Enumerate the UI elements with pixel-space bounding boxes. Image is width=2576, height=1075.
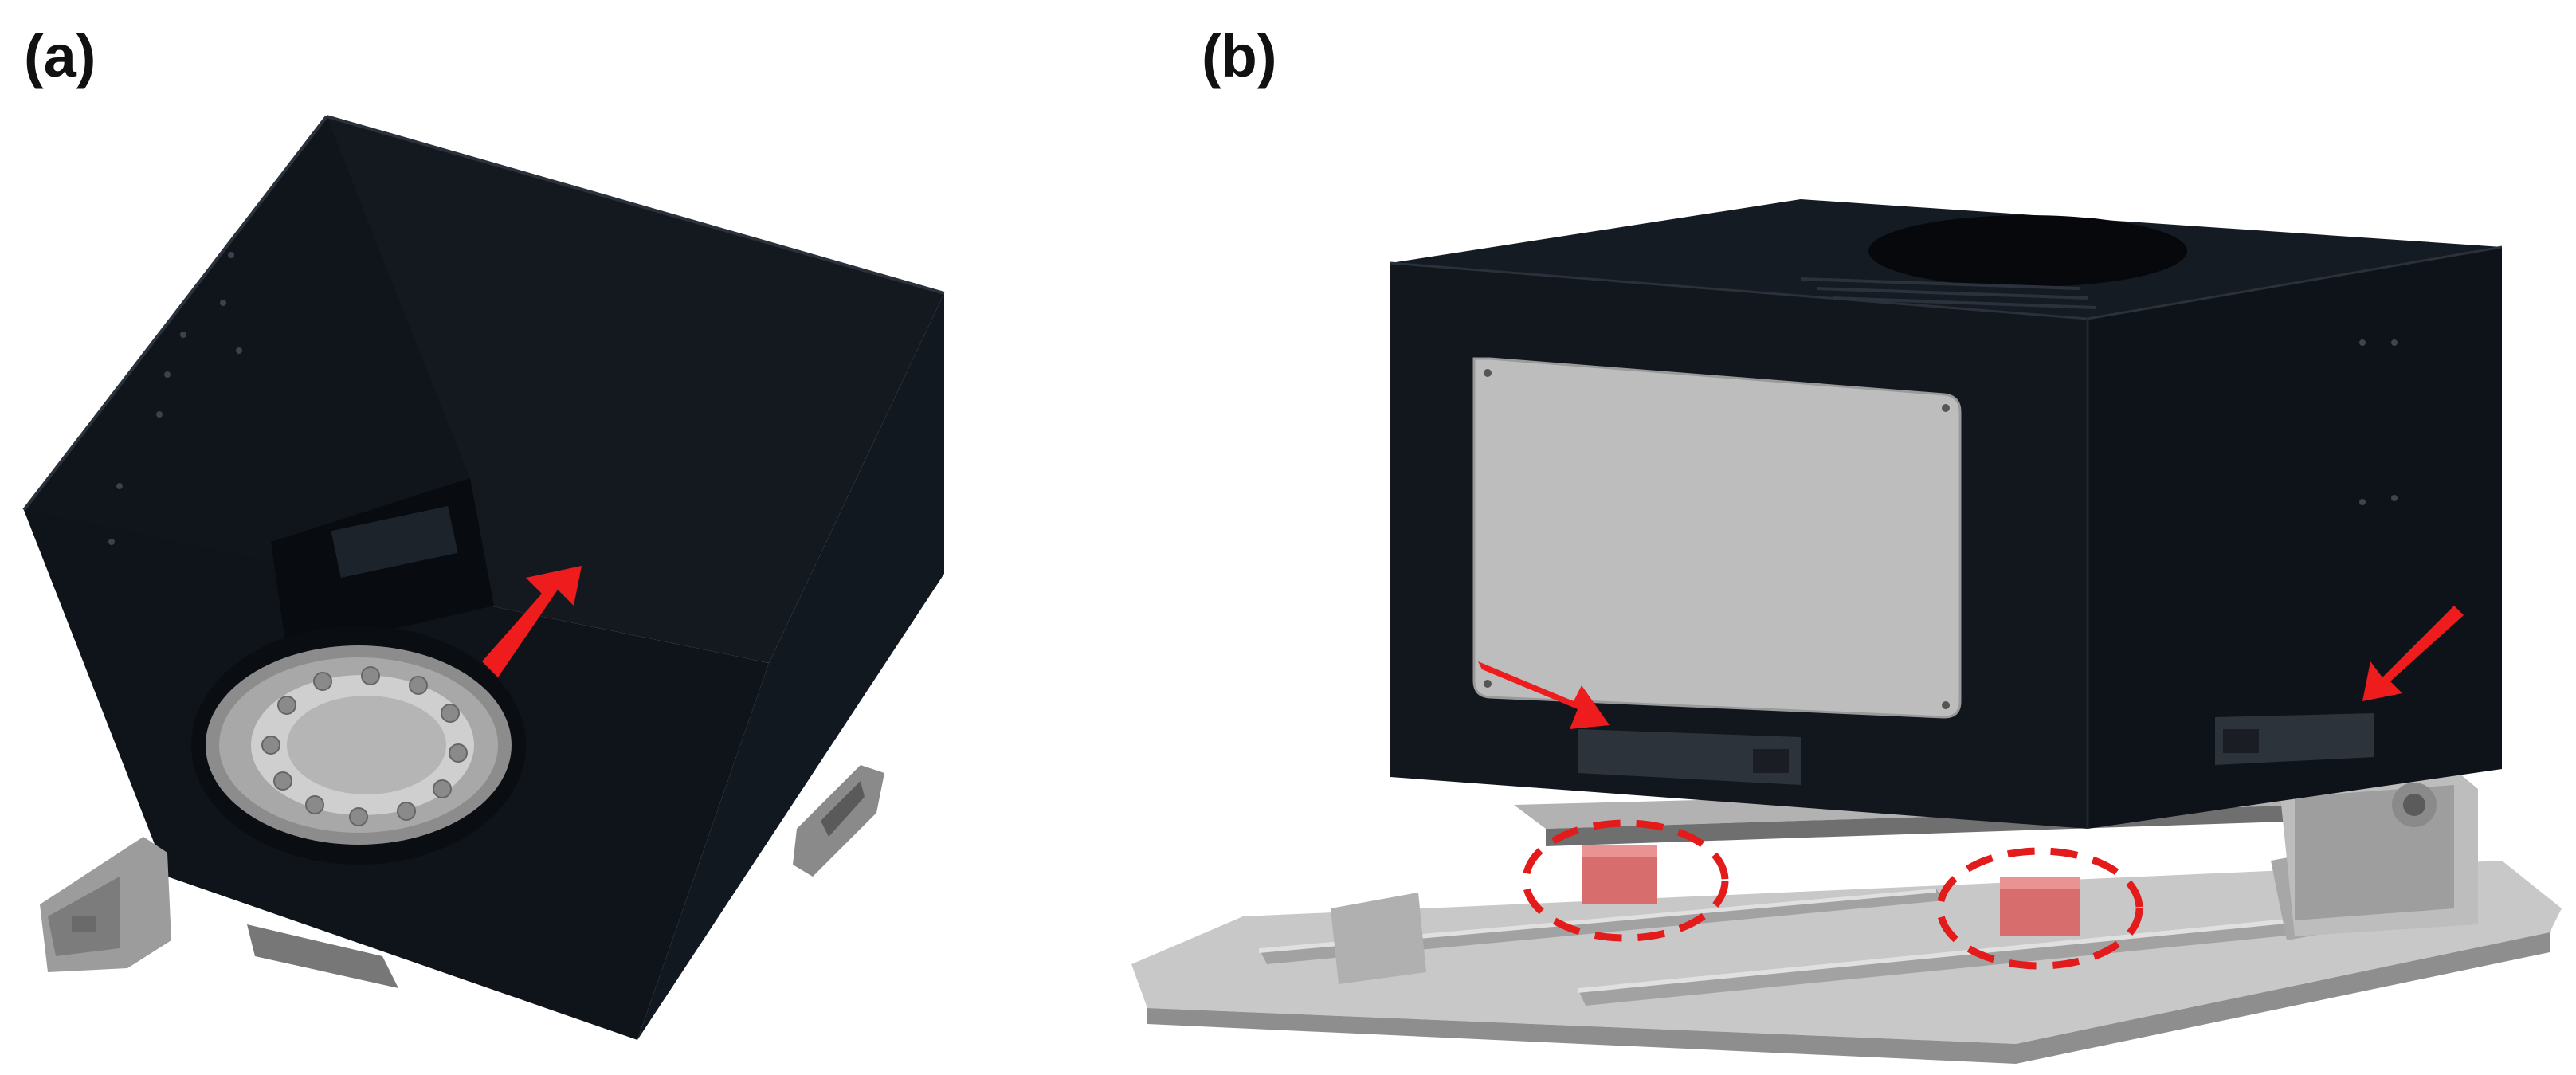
linear-rails <box>1259 889 2319 1006</box>
clamp-right <box>2215 713 2374 765</box>
rail-end-block <box>1331 893 1426 984</box>
highlight-ellipse-right <box>1936 847 2143 970</box>
panel-a-render <box>22 115 945 1040</box>
bearing-block-left <box>1582 845 1657 904</box>
panel-b-render <box>1131 199 2562 1064</box>
base-plate <box>1131 861 2562 1064</box>
stage-side-frame <box>2279 769 2478 936</box>
access-panel <box>1472 357 1962 719</box>
clamp-left <box>1578 729 1801 785</box>
panel-a-label: (a) <box>24 23 96 89</box>
enclosure-side-face <box>637 293 944 1040</box>
red-arrow-b-right <box>2362 606 2464 701</box>
bracket-left <box>40 837 171 972</box>
bracket-right <box>793 765 884 877</box>
bearing-block-right <box>2000 877 2080 936</box>
highlight-ellipse-left <box>1522 819 1729 942</box>
red-arrow-a <box>482 566 582 677</box>
window-flange <box>191 626 526 865</box>
panel-b-label: (b) <box>1202 23 1277 89</box>
red-arrow-b-left <box>1478 661 1610 729</box>
bracket-bottom <box>247 924 398 988</box>
mounting-holes <box>108 252 242 545</box>
